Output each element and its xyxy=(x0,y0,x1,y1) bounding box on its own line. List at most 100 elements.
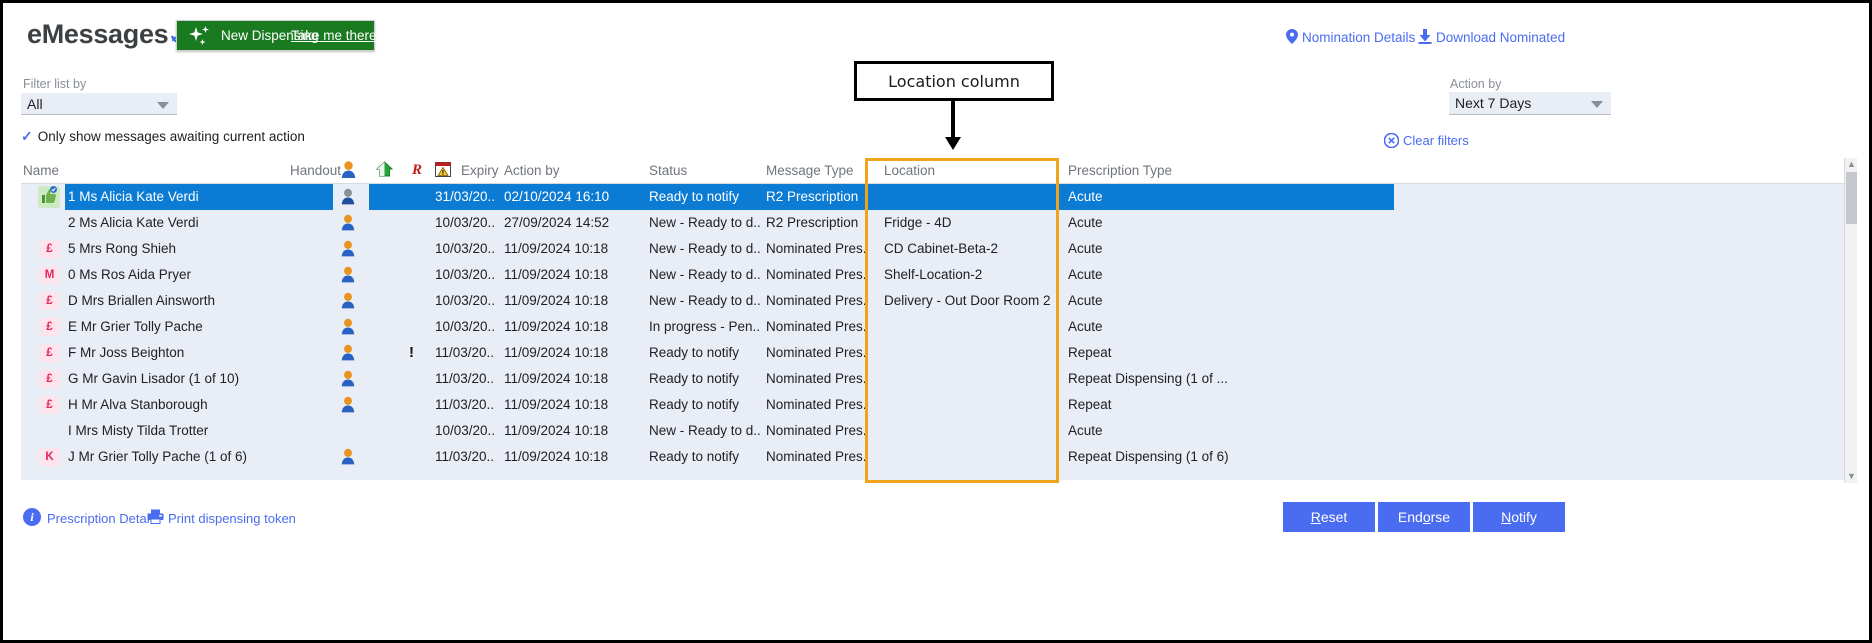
button-label: Reset xyxy=(1310,509,1348,525)
person-icon xyxy=(341,396,355,413)
cell-name: D Mrs Briallen Ainsworth xyxy=(68,293,216,308)
status-badge: £ xyxy=(39,240,60,258)
status-badge: £ xyxy=(39,318,60,336)
cell-message-type: Nominated Pres... xyxy=(766,345,866,360)
cell-name: E Mr Grier Tolly Pache xyxy=(68,319,203,334)
status-badge: £ xyxy=(39,396,60,414)
download-nominated-link[interactable]: Download Nominated xyxy=(1418,29,1565,45)
only-show-awaiting-label: Only show messages awaiting current acti… xyxy=(37,129,305,144)
clear-filters-link[interactable]: Clear filters xyxy=(1383,132,1469,149)
column-header-calendar-warning-icon[interactable] xyxy=(435,161,451,180)
table-row[interactable]: £G Mr Gavin Lisador (1 of 10)11/03/20...… xyxy=(21,366,1857,392)
take-me-there-link[interactable]: Take me there xyxy=(291,28,377,43)
cell-expiry: 11/03/20... xyxy=(435,345,495,360)
location-column-callout-text: Location column xyxy=(888,71,1020,91)
person-icon xyxy=(341,188,355,205)
nomination-details-link[interactable]: Nomination Details xyxy=(1286,29,1415,45)
cell-prescription-type: Acute xyxy=(1068,423,1103,438)
clear-filters-icon xyxy=(1383,132,1400,149)
column-header-action-by[interactable]: Action by xyxy=(504,163,560,178)
cell-status: New - Ready to d... xyxy=(649,215,761,230)
table-header-row: Name Handout R Expiry Action by Status Message… xyxy=(21,158,1857,184)
scroll-down-arrow-icon[interactable]: ▼ xyxy=(1847,471,1856,481)
clear-filters-label: Clear filters xyxy=(1403,133,1469,148)
location-column-callout: Location column xyxy=(854,61,1054,101)
cell-action-by: 11/09/2024 10:18 xyxy=(504,293,609,308)
cell-name: H Mr Alva Stanborough xyxy=(68,397,208,412)
column-header-status[interactable]: Status xyxy=(649,163,688,178)
cell-prescription-type: Acute xyxy=(1068,319,1103,334)
column-header-green-house-icon[interactable] xyxy=(375,161,394,180)
row-selection-highlight xyxy=(369,184,1394,210)
cell-status: New - Ready to d... xyxy=(649,267,761,282)
cell-name: 5 Mrs Rong Shieh xyxy=(68,241,177,256)
action-by-label: Action by xyxy=(1450,77,1502,91)
download-icon xyxy=(1418,29,1432,44)
person-icon xyxy=(341,240,355,257)
printer-icon xyxy=(147,509,164,524)
vertical-scrollbar[interactable]: ▲ ▼ xyxy=(1844,158,1857,483)
cell-action-by: 02/10/2024 16:10 xyxy=(504,189,610,204)
prescription-details-link[interactable]: Prescription Details xyxy=(47,511,159,526)
print-dispensing-token-link[interactable]: Print dispensing token xyxy=(168,511,296,526)
scrollbar-thumb[interactable] xyxy=(1846,172,1857,224)
messages-table: Name Handout R Expiry Action by Status Message… xyxy=(21,158,1857,483)
filter-list-value: All xyxy=(27,96,43,112)
cell-prescription-type: Repeat xyxy=(1068,397,1112,412)
cell-status: New - Ready to d... xyxy=(649,241,761,256)
new-dispensing-label: New Dispensing xyxy=(221,28,319,43)
only-show-awaiting-checkbox[interactable]: ✓ Only show messages awaiting current act… xyxy=(21,128,305,145)
page-title: eMessages xyxy=(27,19,169,49)
column-header-expiry[interactable]: Expiry xyxy=(461,163,499,178)
new-dispensing-button[interactable]: New Dispensing Take me there xyxy=(176,20,377,51)
column-header-message-type[interactable]: Message Type xyxy=(766,163,854,178)
cell-message-type: Nominated Pres... xyxy=(766,449,866,464)
cell-prescription-type: Repeat Dispensing (1 of ... xyxy=(1068,371,1228,386)
cell-message-type: Nominated Pres... xyxy=(766,423,866,438)
cell-status: Ready to notify xyxy=(649,189,740,204)
cell-expiry: 10/03/20... xyxy=(435,241,495,256)
reset-button[interactable]: Reset xyxy=(1283,502,1375,532)
column-header-handout[interactable]: Handout xyxy=(289,163,341,178)
app-header: eMessages New Dispensing Take me there N… xyxy=(3,3,1869,65)
action-by-select[interactable]: Next 7 Days xyxy=(1449,92,1611,115)
filter-list-select[interactable]: All xyxy=(21,93,177,115)
table-row[interactable]: £F Mr Joss Beighton!11/03/20...11/09/202… xyxy=(21,340,1857,366)
person-icon xyxy=(341,344,355,361)
cell-message-type: R2 Prescription xyxy=(766,189,859,204)
check-icon: ✓ xyxy=(21,128,33,144)
cell-expiry: 10/03/20... xyxy=(435,267,495,282)
cell-prescription-type: Repeat Dispensing (1 of 6) xyxy=(1068,449,1229,464)
cell-expiry: 11/03/20... xyxy=(435,449,495,464)
column-header-name[interactable]: Name xyxy=(23,163,60,178)
cell-status: Ready to notify xyxy=(649,371,740,386)
cell-message-type: Nominated Pres... xyxy=(766,241,866,256)
cell-message-type: R2 Prescription xyxy=(766,215,859,230)
scroll-up-arrow-icon[interactable]: ▲ xyxy=(1847,159,1856,169)
column-header-red-r-icon[interactable]: R xyxy=(411,161,427,180)
column-header-person-icon[interactable] xyxy=(341,161,356,181)
cell-prescription-type: Acute xyxy=(1068,293,1103,308)
cell-prescription-type: Acute xyxy=(1068,215,1103,230)
cell-action-by: 27/09/2024 14:52 xyxy=(504,215,610,230)
button-label: Endorse xyxy=(1397,509,1451,525)
cell-location: Fridge - 4D xyxy=(884,215,952,230)
endorse-button[interactable]: Endorse xyxy=(1378,502,1470,532)
column-header-location[interactable]: Location xyxy=(884,163,936,178)
notify-button[interactable]: Notify xyxy=(1473,502,1565,532)
cell-status: Ready to notify xyxy=(649,397,740,412)
cell-status: Ready to notify xyxy=(649,449,740,464)
column-header-prescription-type[interactable]: Prescription Type xyxy=(1068,163,1173,178)
sparkle-icon xyxy=(189,26,209,45)
cell-expiry: 10/03/20... xyxy=(435,423,495,438)
cell-status: New - Ready to d... xyxy=(649,293,761,308)
